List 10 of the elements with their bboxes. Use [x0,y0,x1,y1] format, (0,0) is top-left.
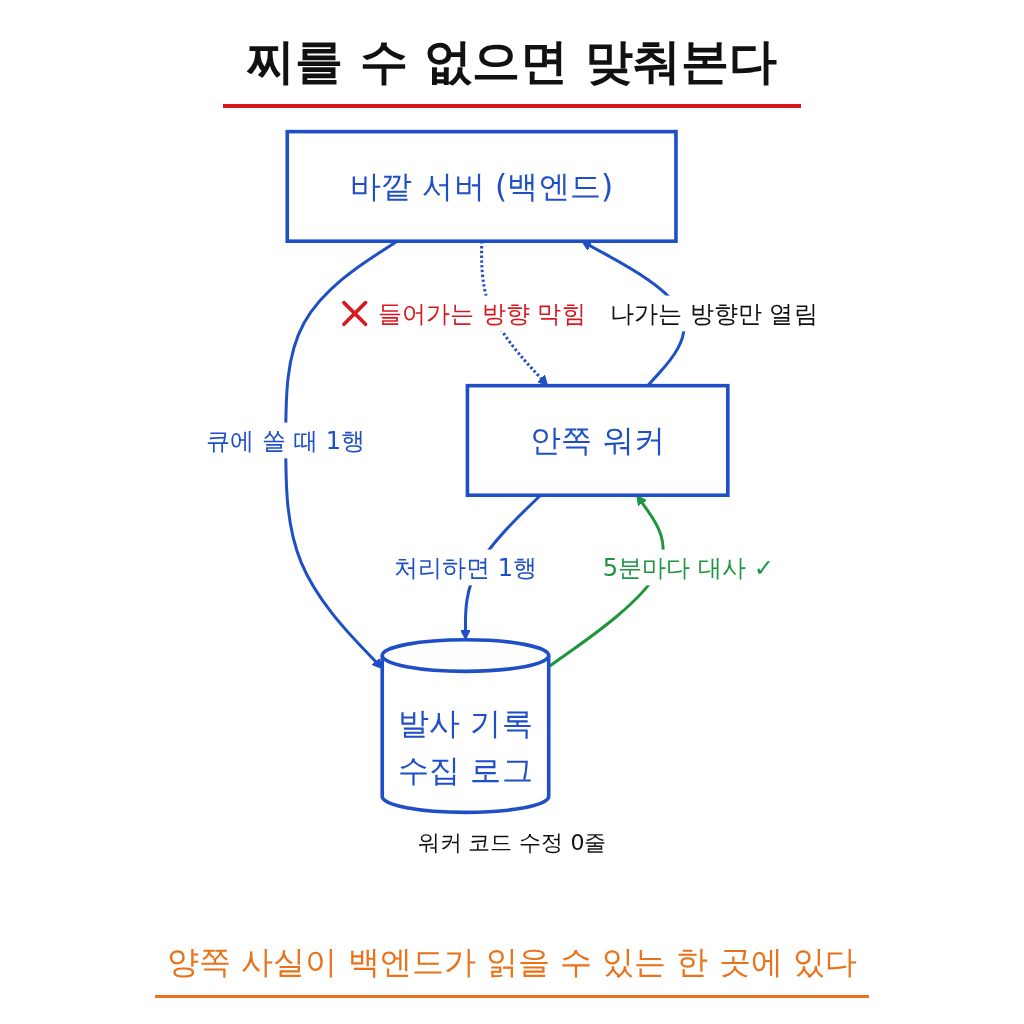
edge-label: 큐에 쏠 때 1행 [206,426,366,455]
caption: 양쪽 사실이 백엔드가 읽을 수 있는 한 곳에 있다 [155,941,869,998]
title: 찌를 수 없으면 맞춰본다 [222,30,802,108]
edge-label: 처리하면 1행 [393,553,538,582]
node-box: 바깥 서버 (백엔드) [285,129,678,243]
edge-label: 들어가는 방향 막힘 [377,298,586,328]
note-text: 워커 코드 수정 0줄 [417,829,607,857]
node-box: 안쪽 워커 [465,383,730,498]
edge-label: 나가는 방향만 열림 [609,298,818,328]
edge-label: 5분마다 대사 ✓ [602,553,774,582]
